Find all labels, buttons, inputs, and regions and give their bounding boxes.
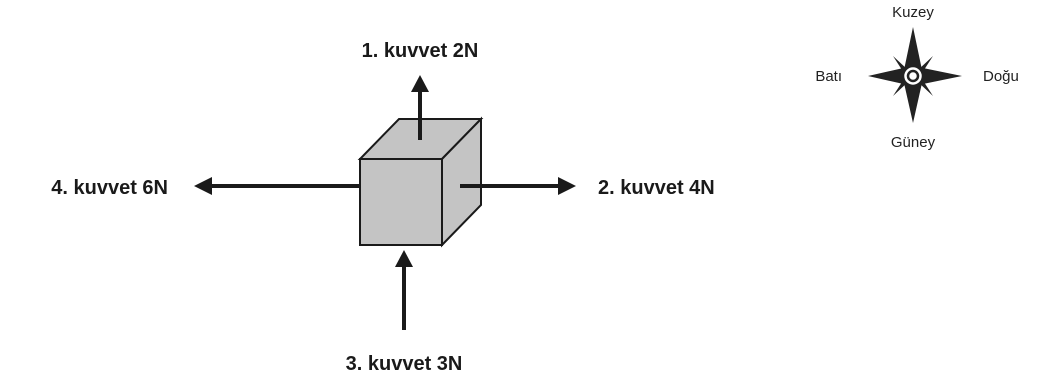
compass-east-label: Doğu xyxy=(983,68,1019,85)
compass-west-label: Batı xyxy=(815,68,842,85)
compass-north-label: Kuzey xyxy=(892,4,934,21)
force-4-arrow xyxy=(194,177,360,195)
compass-star-icon xyxy=(868,27,962,123)
force-2-label: 2. kuvvet 4N xyxy=(598,177,715,199)
force-3-label: 3. kuvvet 3N xyxy=(346,353,463,375)
force-1-label: 1. kuvvet 2N xyxy=(362,40,479,62)
compass-rose: Kuzey Doğu Güney Batı xyxy=(815,4,1019,151)
compass-south-label: Güney xyxy=(891,134,936,151)
force-2-arrow xyxy=(460,177,576,195)
force-1-arrow xyxy=(411,75,429,140)
box-front-face xyxy=(359,158,443,246)
force-4-label: 4. kuvvet 6N xyxy=(51,177,168,199)
box xyxy=(357,116,484,248)
force-3-arrow xyxy=(395,250,413,330)
